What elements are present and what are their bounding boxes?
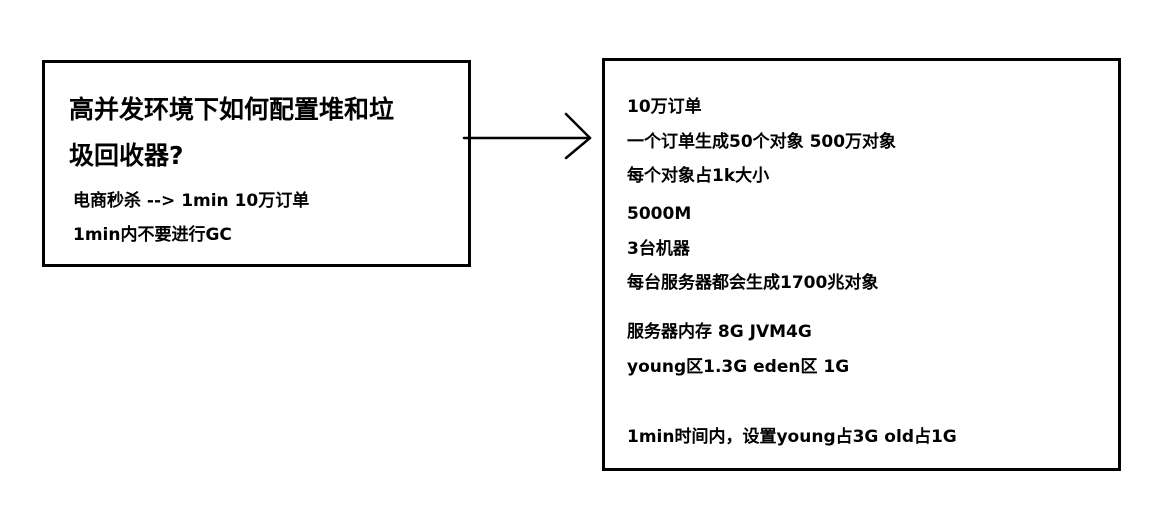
scenario-line: 电商秒杀 --> 1min 10万订单 xyxy=(73,191,310,211)
calc-line-6: 每台服务器都会生成1700兆对象 xyxy=(627,273,879,293)
calc-line-3: 每个对象占1k大小 xyxy=(627,166,770,186)
calc-line-5: 3台机器 xyxy=(627,239,690,259)
calc-line-7: 服务器内存 8G JVM4G xyxy=(627,322,812,342)
question-title-line-2: 圾回收器? xyxy=(69,141,184,170)
calc-line-4: 5000M xyxy=(627,204,692,224)
requirement-line: 1min内不要进行GC xyxy=(73,225,232,245)
calculation-box: 10万订单 一个订单生成50个对象 500万对象 每个对象占1k大小 5000M… xyxy=(602,58,1121,471)
calc-line-9: 1min时间内，设置young占3G old占1G xyxy=(627,427,957,447)
calc-line-2: 一个订单生成50个对象 500万对象 xyxy=(627,132,897,152)
question-box: 高并发环境下如何配置堆和垃 圾回收器? 电商秒杀 --> 1min 10万订单 … xyxy=(42,60,471,267)
question-title-line-1: 高并发环境下如何配置堆和垃 xyxy=(69,95,395,124)
calc-line-1: 10万订单 xyxy=(627,97,702,117)
arrow-right-icon xyxy=(462,112,592,160)
calc-line-8: young区1.3G eden区 1G xyxy=(627,357,850,377)
